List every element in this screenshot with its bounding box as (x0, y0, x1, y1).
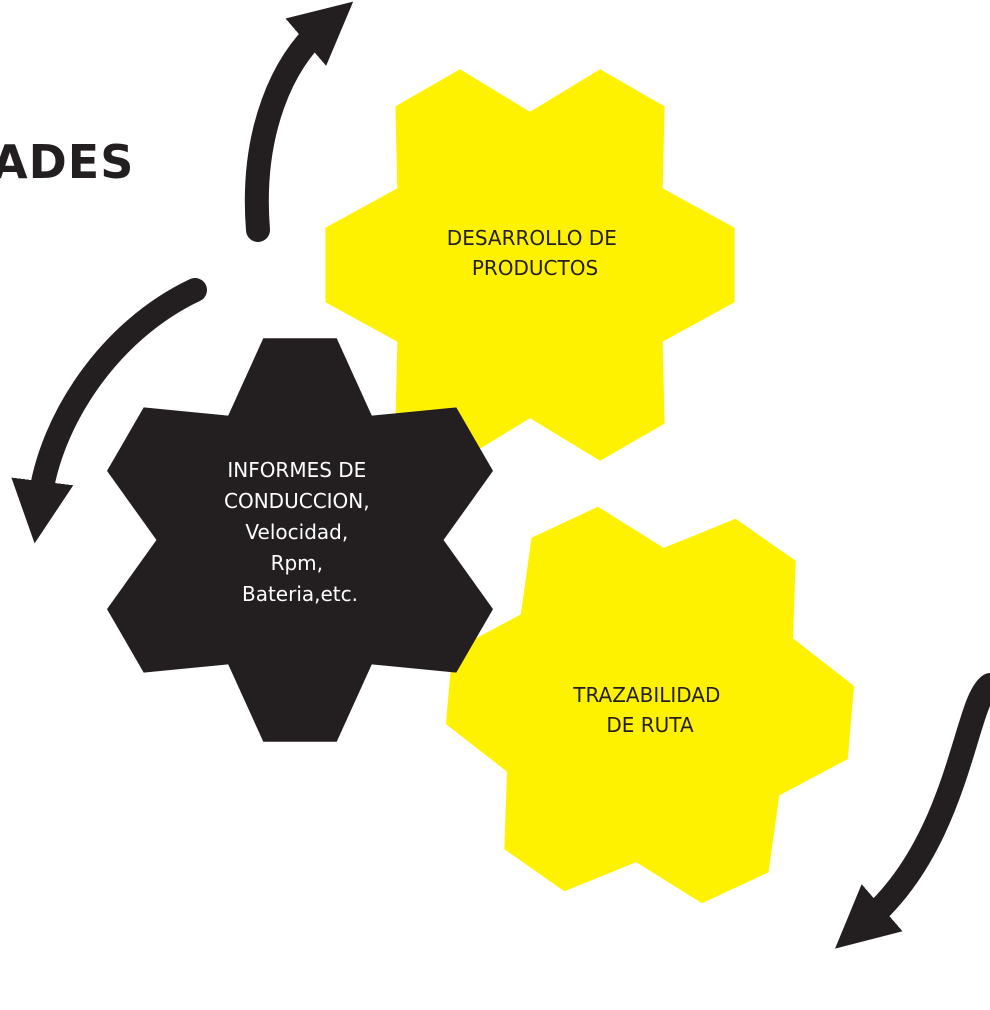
gear-trazabilidad-shape (445, 506, 855, 904)
arrow-right (835, 673, 990, 949)
heading-text: ADES (0, 135, 134, 189)
gear-informes-line-1: INFORMES DE (227, 458, 366, 482)
gear-desarrollo-line-1: DESARROLLO DE (447, 226, 617, 250)
gear-informes-line-2: CONDUCCION, (224, 489, 370, 513)
gear-trazabilidad: TRAZABILIDAD DE RUTA (445, 506, 855, 904)
gear-trazabilidad-label: TRAZABILIDAD DE RUTA (572, 683, 727, 737)
gear-informes-shape (107, 338, 493, 742)
gear-trazabilidad-line-1: TRAZABILIDAD (572, 683, 720, 707)
gear-informes-line-5: Bateria,etc. (242, 582, 358, 606)
gear-desarrollo-line-2: PRODUCTOS (472, 256, 598, 280)
gear-desarrollo-shape (325, 69, 735, 461)
arrow-top (244, 1, 354, 242)
gear-desarrollo-label: DESARROLLO DE PRODUCTOS (447, 226, 623, 280)
gear-trazabilidad-line-2: DE RUTA (606, 713, 694, 737)
gear-informes: INFORMES DE CONDUCCION, Velocidad, Rpm, … (107, 338, 493, 742)
gear-informes-line-4: Rpm, (271, 551, 323, 575)
gear-informes-label: INFORMES DE CONDUCCION, Velocidad, Rpm, … (224, 458, 376, 606)
arrow-left (11, 278, 207, 544)
gear-desarrollo: DESARROLLO DE PRODUCTOS (325, 69, 735, 461)
gear-informes-line-3: Velocidad, (245, 520, 348, 544)
